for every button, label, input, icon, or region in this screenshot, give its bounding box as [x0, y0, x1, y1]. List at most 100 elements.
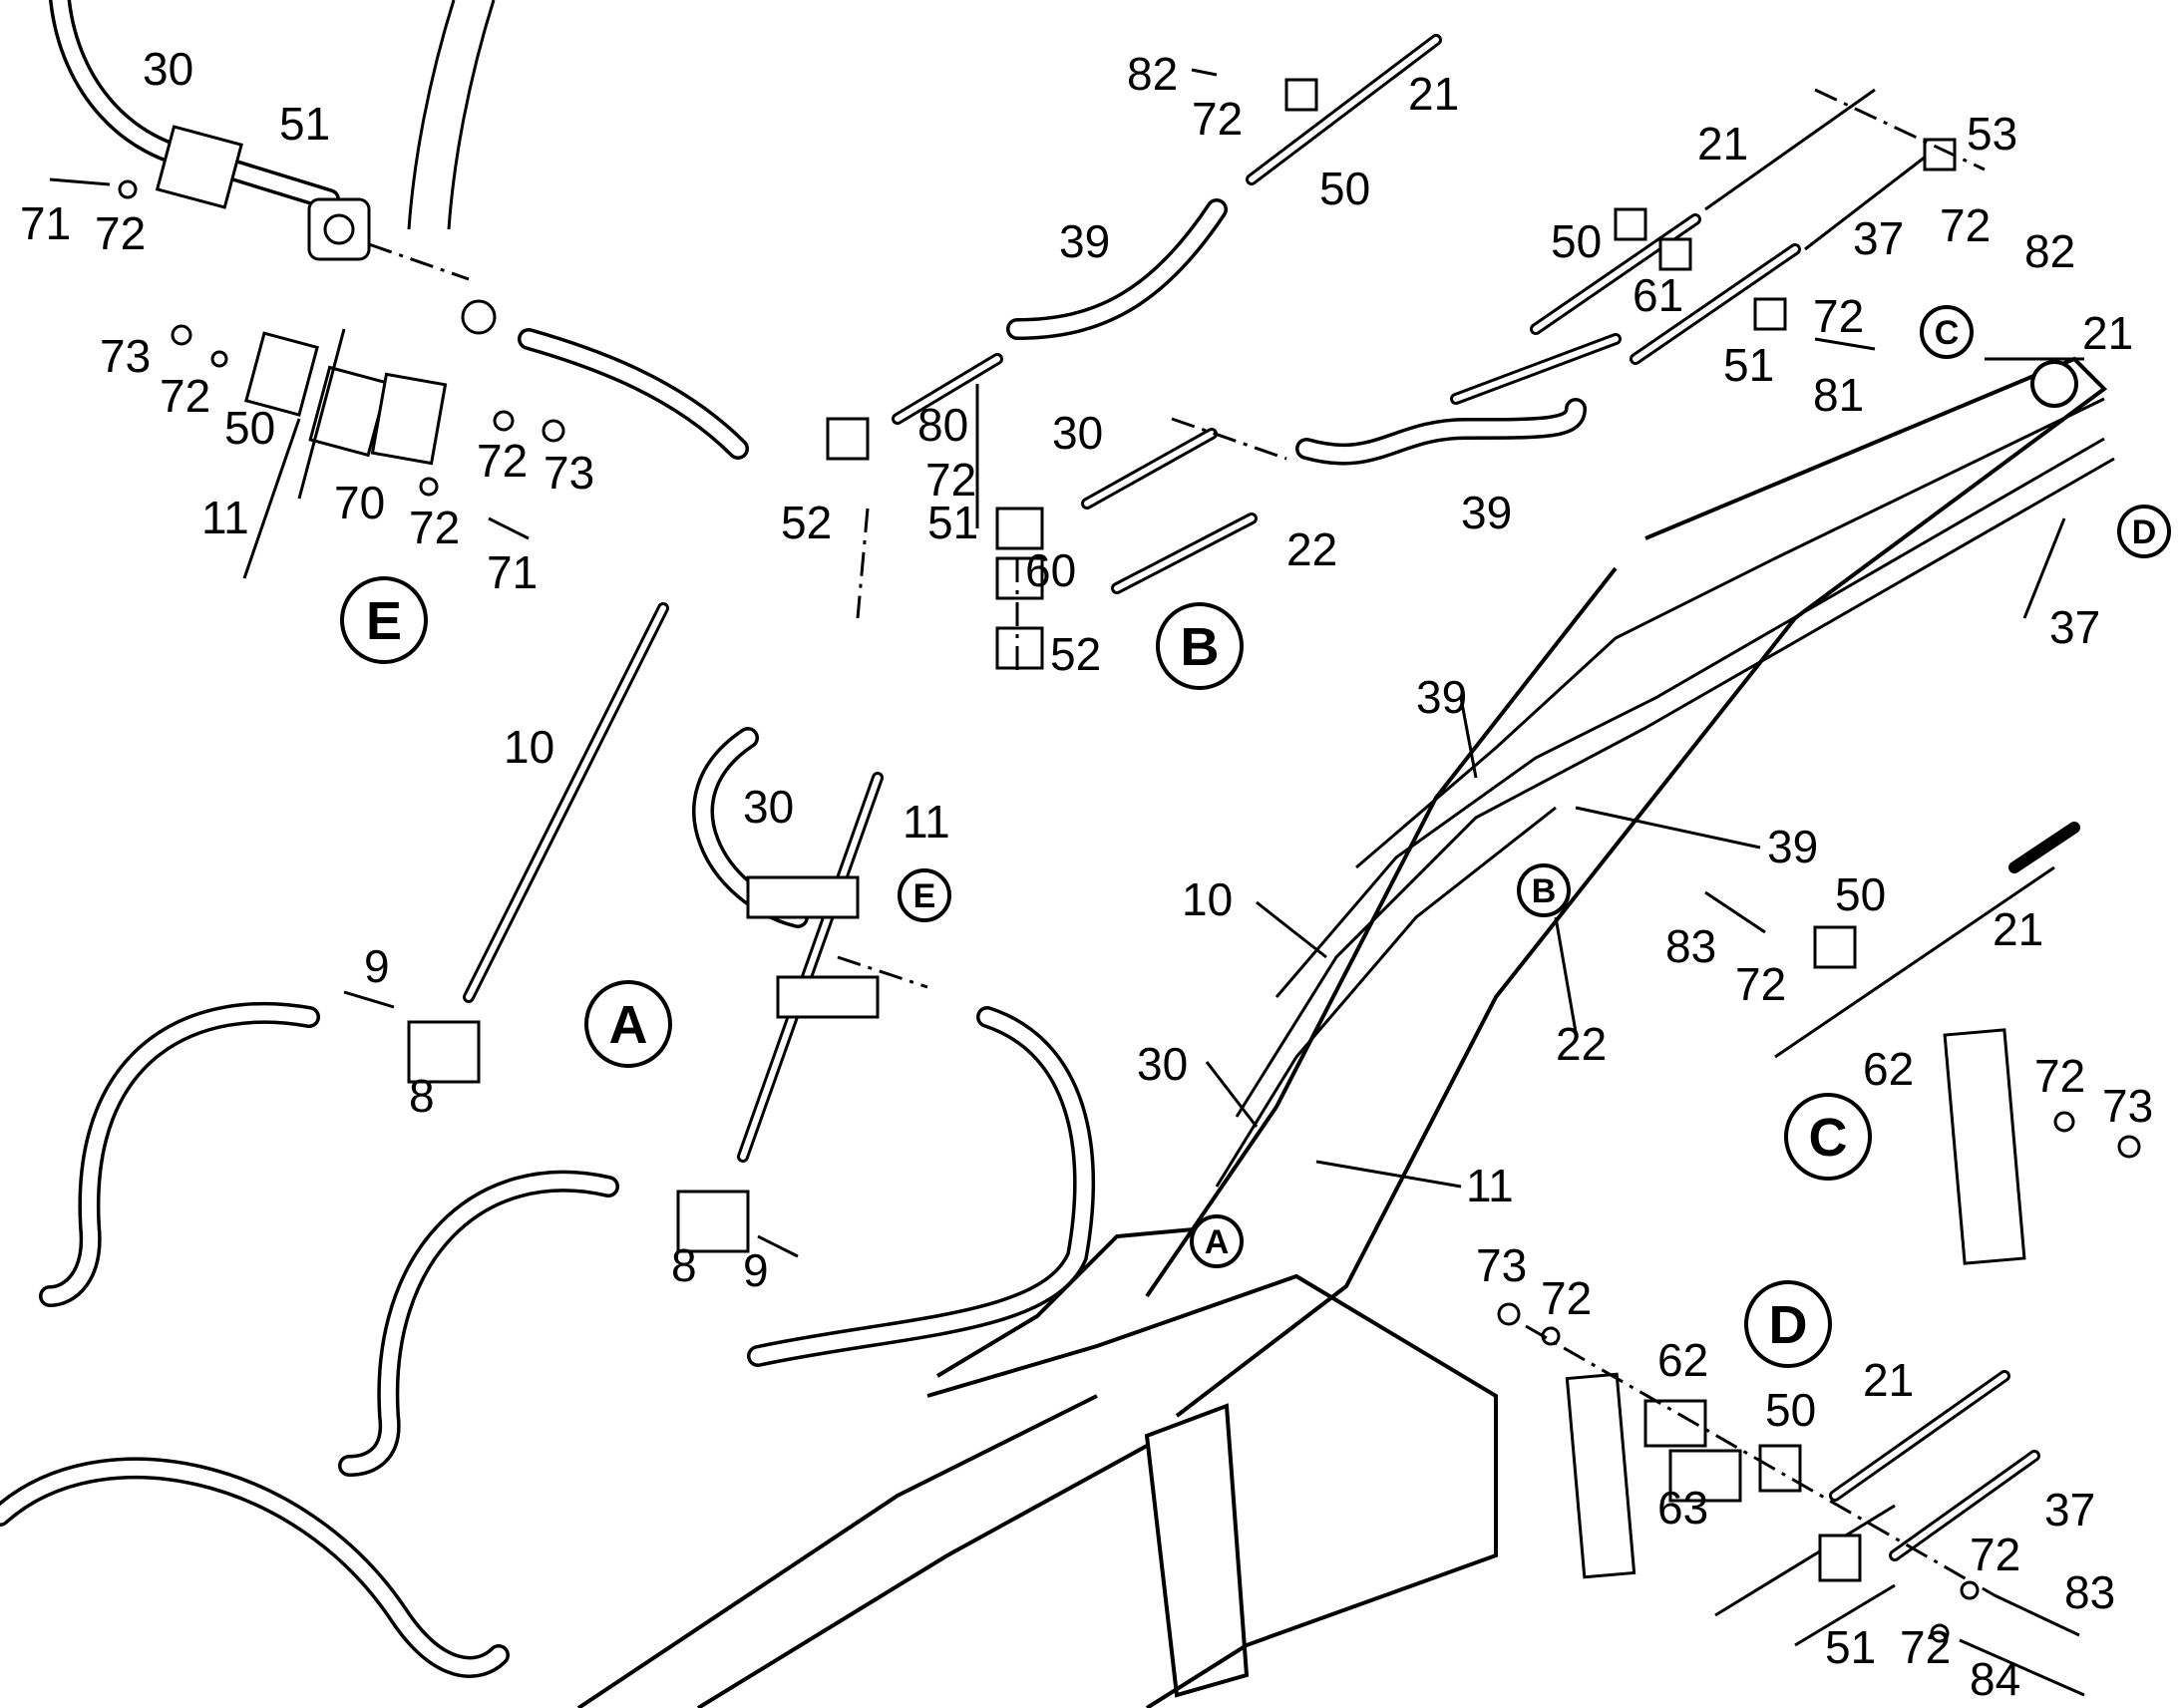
bolt-71-e2 [488, 516, 530, 540]
part-label-84: 84 [1970, 1653, 2020, 1705]
part-label-22: 22 [1556, 1018, 1607, 1070]
part-label-62: 62 [1657, 1334, 1708, 1386]
frame-rail-2 [696, 1444, 1148, 1708]
part-label-52: 52 [781, 497, 832, 548]
part-label-8: 8 [671, 1239, 697, 1291]
part-label-37: 37 [1853, 212, 1904, 264]
line-11-boom [1235, 457, 2115, 1118]
part-label-30: 30 [1052, 407, 1103, 459]
svg-text:C: C [1935, 314, 1960, 352]
svg-text:A: A [609, 995, 648, 1055]
clamp-50-c [1614, 207, 1647, 241]
part-label-30: 30 [743, 781, 794, 833]
part-label-63: 63 [1657, 1482, 1708, 1534]
frame-body [926, 1273, 1498, 1708]
boom-assembly [576, 356, 2115, 1708]
part-label-21: 21 [1408, 68, 1459, 120]
part-label-72: 72 [477, 435, 528, 487]
washer-72-d2 [1960, 1580, 1980, 1600]
part-label-11: 11 [201, 492, 249, 543]
boom-outline-lower [1145, 566, 1618, 1298]
part-label-82: 82 [2024, 225, 2075, 277]
part-label-72: 72 [1735, 958, 1786, 1010]
part-label-72: 72 [1541, 1272, 1592, 1324]
part-label-72: 72 [2034, 1050, 2085, 1102]
part-label-80: 80 [917, 399, 968, 451]
line-11-e-a [297, 328, 346, 500]
part-label-21: 21 [1863, 1354, 1914, 1406]
part-label-21: 21 [1993, 903, 2043, 955]
line-39-boom [1355, 397, 2105, 869]
block-8-a1 [407, 1020, 481, 1084]
block-62-d [1643, 1399, 1707, 1448]
callout-c-main: C [1784, 1093, 1872, 1181]
part-label-11: 11 [903, 796, 950, 848]
part-label-72: 72 [409, 502, 460, 553]
o-ring-e [461, 299, 497, 335]
clamp-50-b [1284, 78, 1318, 112]
part-label-72: 72 [1900, 1621, 1951, 1673]
bolt-82-b [1191, 68, 1218, 77]
hose-a-right [747, 1006, 1096, 1367]
part-label-81: 81 [1813, 369, 1864, 421]
part-label-21: 21 [2082, 307, 2133, 359]
callout-d-small: D [2117, 505, 2171, 558]
part-label-22: 22 [1286, 523, 1337, 575]
bracket-62-c [1943, 1028, 2026, 1265]
part-label-61: 61 [1633, 269, 1683, 321]
part-label-70: 70 [334, 477, 385, 528]
part-label-72: 72 [1970, 1529, 2020, 1580]
part-label-50: 50 [1319, 163, 1370, 214]
part-label-9: 9 [743, 1244, 769, 1296]
part-label-72: 72 [925, 454, 976, 506]
part-label-73: 73 [1476, 1239, 1527, 1291]
washer-72-e4 [419, 477, 439, 497]
clamp-60-b [995, 556, 1044, 600]
part-label-72: 72 [95, 207, 146, 259]
callout-d-main: D [1744, 1280, 1832, 1368]
line-10-boom [1215, 806, 1557, 1188]
part-label-11: 11 [1466, 1160, 1514, 1211]
clamp-61-c [1658, 237, 1692, 271]
callout-b-main: B [1156, 602, 1244, 690]
nut-73-e [171, 324, 192, 346]
bolt-83-d [1994, 1593, 2080, 1637]
line-11-e-b [242, 418, 301, 579]
part-label-71: 71 [487, 546, 538, 598]
part-label-51: 51 [279, 98, 330, 150]
part-label-83: 83 [1665, 920, 1716, 972]
part-label-72: 72 [1192, 93, 1243, 145]
boom-pivot [2030, 360, 2078, 408]
line-11-top-b [447, 0, 496, 230]
svg-text:A: A [1205, 1223, 1230, 1261]
part-label-39: 39 [1461, 487, 1512, 538]
washer-72-d3 [1930, 1623, 1950, 1643]
detail-b-group [826, 34, 1622, 678]
part-label-39: 39 [1059, 215, 1110, 267]
clamp-51-c [1753, 297, 1787, 331]
detail-callouts: E B A C D C D E [340, 305, 2171, 1368]
part-label-9: 9 [364, 940, 390, 992]
part-label-53: 53 [1967, 108, 2017, 160]
clamp-51-d [1818, 1534, 1862, 1582]
bracket-70-e [370, 372, 448, 466]
callout-e-main: E [340, 576, 428, 664]
part-label-50: 50 [1551, 215, 1602, 267]
washer-72-e1 [118, 179, 138, 199]
svg-text:E: E [366, 591, 402, 651]
callout-a-small: A [1190, 1214, 1244, 1268]
line-22-boom [1274, 437, 2105, 998]
part-label-37: 37 [2044, 1484, 2095, 1536]
part-number-labels: 30 51 71 72 73 72 50 11 70 72 73 72 71 8… [20, 43, 2153, 1705]
part-label-71: 71 [20, 197, 71, 249]
svg-text:E: E [913, 877, 936, 915]
leader-lines [1205, 357, 2084, 1189]
bolt-9-a2 [757, 1234, 799, 1258]
block-8-a2 [676, 1190, 750, 1253]
svg-text:C: C [1809, 1108, 1848, 1168]
bolt-71-e1 [49, 177, 111, 186]
clamp-52-b1 [826, 417, 870, 461]
bolt-83-c [1704, 890, 1766, 934]
plate-50-e [244, 331, 319, 417]
clamp-51-b [995, 507, 1044, 550]
